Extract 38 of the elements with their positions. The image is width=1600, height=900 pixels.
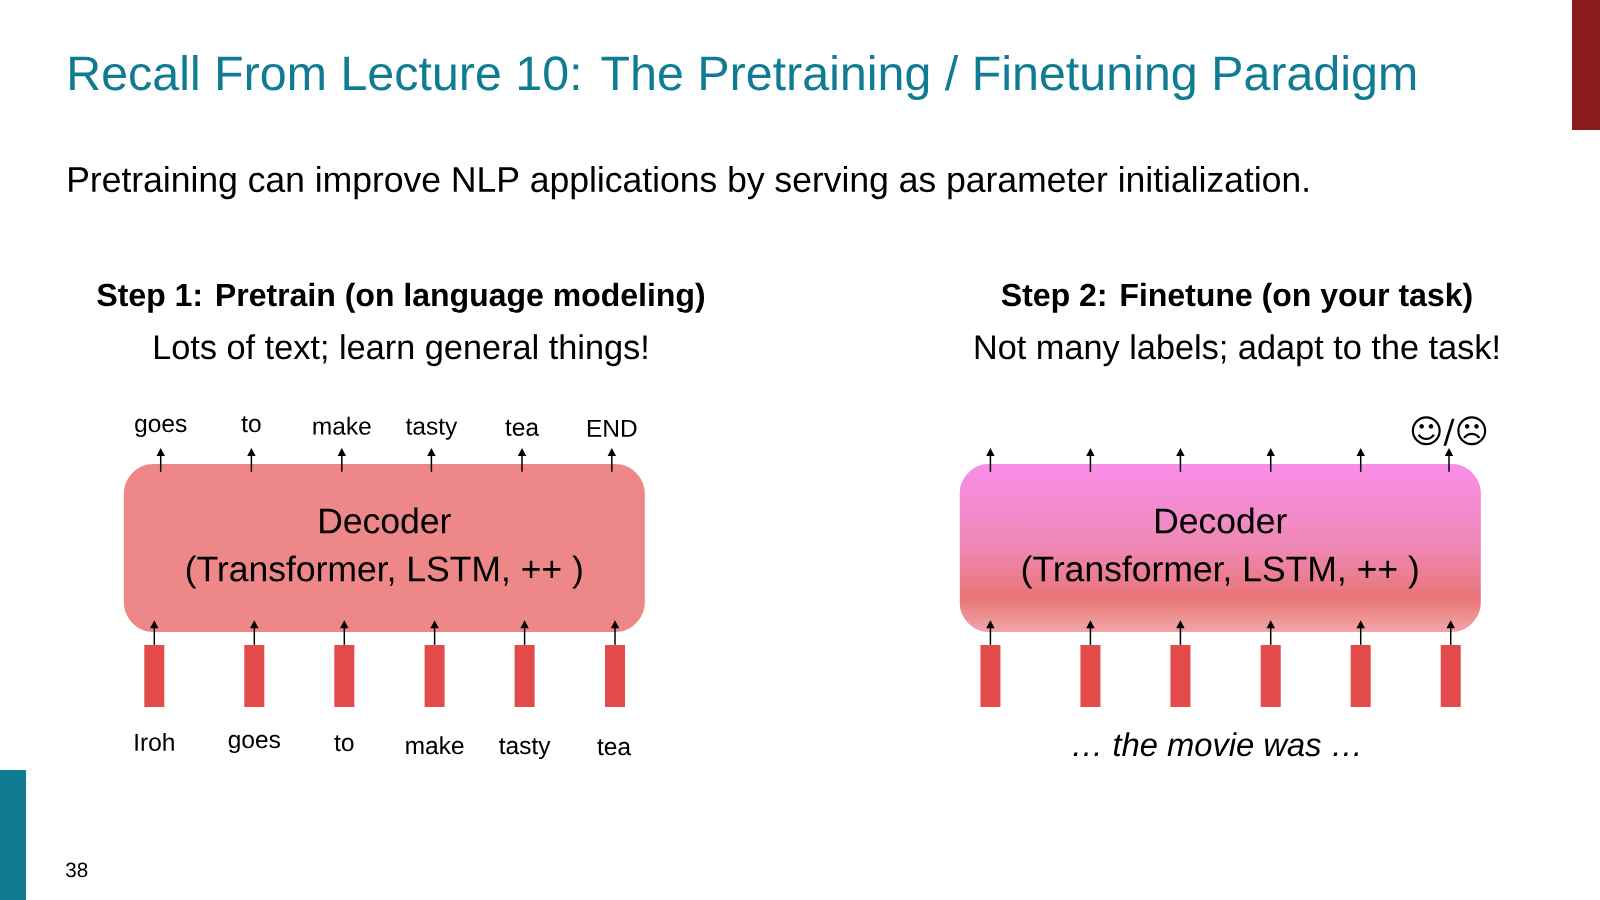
page-number: 38 <box>66 862 88 878</box>
arrow <box>1086 448 1095 473</box>
output-word: tea <box>505 419 540 436</box>
input-caption: … the movie was … <box>1073 732 1359 757</box>
arrow <box>986 448 995 473</box>
input-bar <box>1080 645 1101 707</box>
input-word: to <box>334 735 354 752</box>
emoji-text: ☺/☹ <box>1411 416 1487 446</box>
step-heading: Step 2: Finetune (on your task) <box>1001 282 1472 313</box>
arrow <box>247 448 256 473</box>
step-subheading: Not many labels; adapt to the task! <box>975 334 1498 367</box>
decoder-box: Decoder (Transformer, LSTM, ++ ) <box>123 464 645 632</box>
decoder-box: Decoder (Transformer, LSTM, ++ ) <box>959 464 1481 632</box>
output-word: make <box>313 416 371 435</box>
arrow <box>1356 448 1365 473</box>
intro-sentence: Pretraining can improve NLP applications by serving as parameter initialization. <box>69 166 1308 200</box>
step-subheading: Lots of text; learn general things! <box>155 334 647 367</box>
input-bar <box>1350 645 1371 707</box>
input-bar <box>1260 645 1281 707</box>
input-word: make <box>406 736 464 755</box>
slide-title: Recall From Lecture 10: The Pretraining / Finetuning Paradigm <box>70 54 1416 101</box>
input-word: tea <box>597 739 632 756</box>
output-word: tasty <box>405 418 458 440</box>
output-word: goes <box>135 418 187 438</box>
input-bar <box>980 645 1001 707</box>
output-word: END <box>587 419 637 437</box>
step-heading: Step 1: Pretrain (on language modeling) <box>97 282 705 313</box>
input-word: Iroh <box>135 732 174 751</box>
input-bar <box>1170 645 1191 707</box>
arrow <box>427 448 436 473</box>
arrow <box>1176 448 1185 473</box>
input-word: goes <box>228 734 280 754</box>
arrow <box>156 448 165 473</box>
arrow <box>337 448 346 473</box>
input-bar <box>1440 645 1461 707</box>
arrow <box>1266 448 1275 473</box>
output-word: to <box>241 416 261 433</box>
input-word: tasty <box>499 738 551 760</box>
